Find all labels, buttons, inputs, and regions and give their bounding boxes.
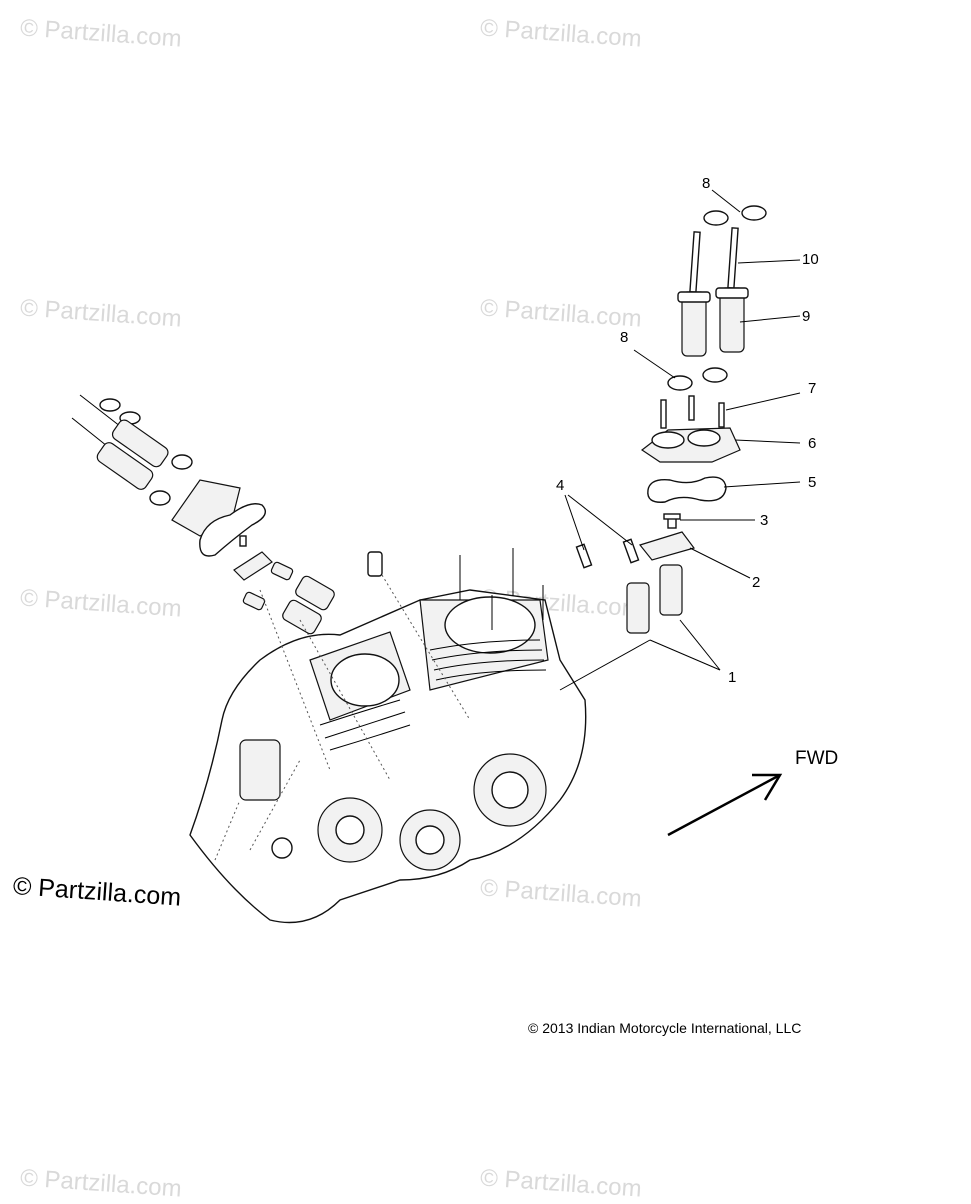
gasket bbox=[647, 476, 727, 503]
callout-2: 2 bbox=[752, 574, 760, 591]
forward-arrow-icon bbox=[667, 773, 783, 837]
tube-base bbox=[640, 427, 741, 463]
pushrod-tubes bbox=[677, 287, 749, 357]
direction-label: FWD bbox=[795, 748, 839, 769]
callout-3: 3 bbox=[760, 512, 768, 529]
leader-lines bbox=[559, 189, 801, 691]
callout-5: 5 bbox=[808, 474, 816, 491]
copyright-notice: © 2013 Indian Motorcycle International, … bbox=[528, 1020, 802, 1036]
callout-1: 1 bbox=[728, 669, 736, 686]
callout-7: 7 bbox=[808, 380, 816, 397]
callout-4: 4 bbox=[556, 477, 564, 494]
pushrods bbox=[689, 227, 739, 293]
callout-8: 8 bbox=[620, 329, 628, 346]
retainer-plate bbox=[638, 531, 696, 561]
o-ring-lower bbox=[667, 367, 728, 391]
bolts bbox=[660, 395, 725, 429]
lifters bbox=[626, 564, 683, 634]
left-tube-assembly bbox=[71, 394, 335, 635]
dowel-pins bbox=[575, 538, 640, 569]
callout-9: 9 bbox=[802, 308, 810, 325]
o-ring-top bbox=[703, 205, 767, 226]
callout-10: 10 bbox=[802, 251, 819, 268]
callout-8: 8 bbox=[702, 175, 710, 192]
screw bbox=[663, 513, 681, 529]
engine-block bbox=[189, 548, 587, 924]
callout-6: 6 bbox=[808, 435, 816, 452]
